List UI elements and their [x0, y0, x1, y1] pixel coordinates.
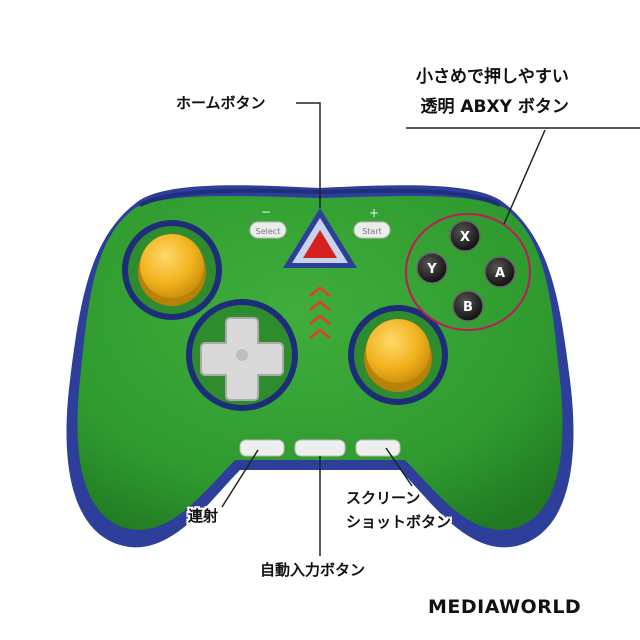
screenshot-label-line1: スクリーン	[346, 489, 421, 507]
left-thumbstick[interactable]	[122, 220, 222, 320]
home-button[interactable]	[283, 208, 357, 268]
start-label: Start	[362, 227, 382, 236]
svg-text:X: X	[460, 230, 470, 245]
select-label: Select	[256, 227, 281, 236]
abxy-label: 小さめで押しやすい 透明 ABXY ボタン	[416, 62, 569, 122]
rapid-fire-button[interactable]	[239, 439, 285, 457]
auto-input-label: 自動入力ボタン	[260, 561, 366, 579]
start-button[interactable]: Start	[353, 221, 391, 239]
svg-text:Y: Y	[426, 262, 437, 277]
auto-input-button[interactable]	[294, 439, 346, 457]
screenshot-label: スクリーン ショットボタン	[346, 486, 451, 534]
chevron-decoration-icon	[309, 286, 331, 340]
leader-lines	[221, 102, 640, 556]
abxy-highlight-ring	[405, 213, 531, 331]
right-thumbstick[interactable]	[348, 305, 448, 405]
face-button-y[interactable]: Y	[416, 252, 448, 284]
dpad[interactable]	[186, 299, 298, 411]
face-button-b[interactable]: B	[452, 290, 484, 322]
screenshot-label-line2: ショットボタン	[346, 513, 452, 531]
mediaworld-watermark: MEDIAWORLD	[428, 596, 582, 618]
face-button-x[interactable]: X	[449, 220, 481, 252]
svg-text:A: A	[495, 266, 505, 281]
home-button-label: ホームボタン	[176, 94, 266, 112]
face-button-a[interactable]: A	[484, 256, 516, 288]
select-button[interactable]: Select	[249, 221, 287, 239]
minus-mark: −	[261, 205, 271, 219]
plus-mark: +	[369, 206, 379, 220]
screenshot-button[interactable]	[355, 439, 401, 457]
abxy-label-line2: 透明 ABXY ボタン	[420, 97, 569, 117]
rapid-fire-label: 連射	[188, 507, 219, 525]
abxy-label-line1: 小さめで押しやすい	[416, 67, 569, 87]
svg-text:B: B	[463, 300, 473, 315]
